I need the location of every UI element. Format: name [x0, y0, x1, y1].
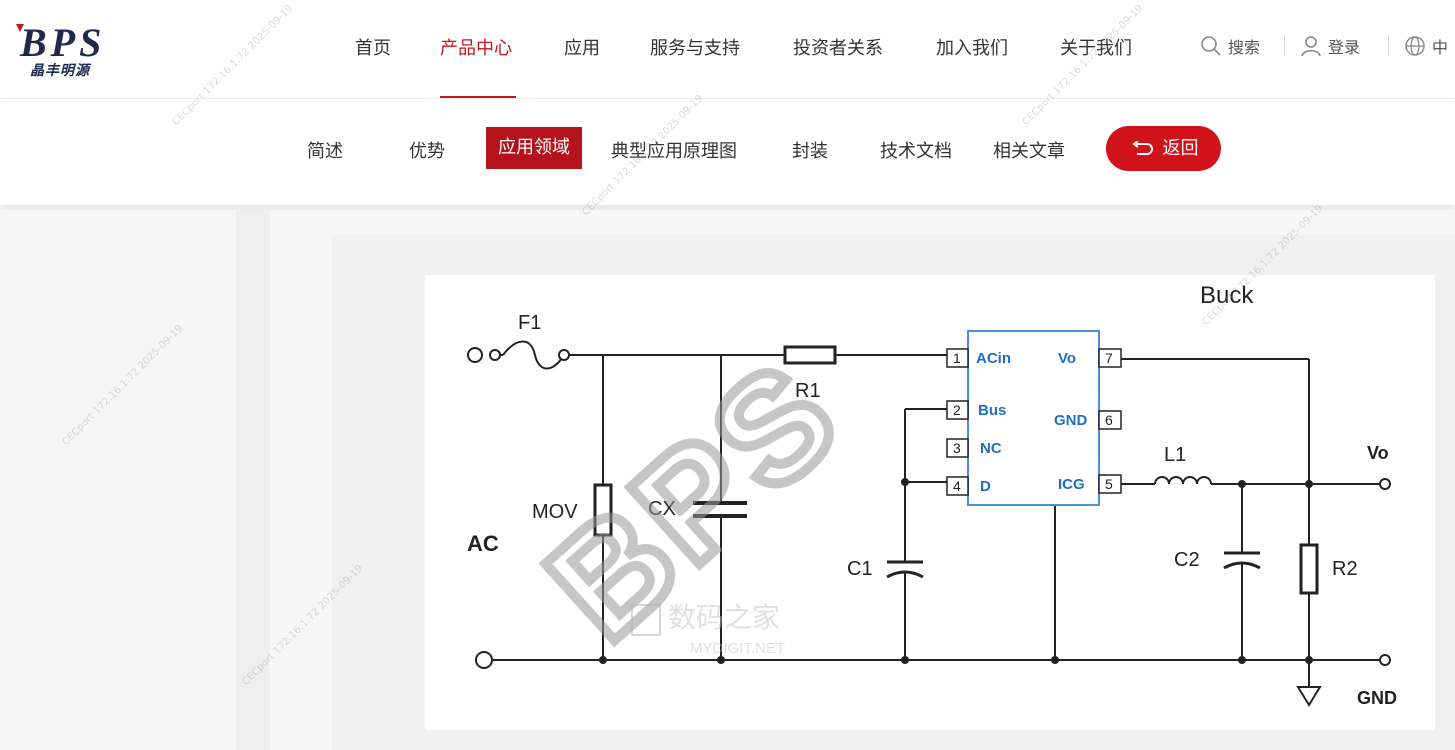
language-switch[interactable]: 中	[1404, 34, 1448, 58]
gnd-label: GND	[1357, 688, 1397, 708]
cx-label: CX	[648, 498, 676, 520]
left-panel	[0, 210, 236, 750]
pin-number: 6	[1105, 412, 1113, 428]
tab-package[interactable]: 封装	[792, 141, 828, 162]
brand-logo[interactable]: BPS 晶丰明源	[14, 18, 144, 82]
pin-number: 2	[953, 402, 961, 418]
pin-number: 3	[953, 440, 961, 456]
l1-label: L1	[1164, 444, 1186, 466]
globe-icon	[1405, 36, 1425, 56]
divider	[1284, 36, 1285, 56]
bps-logo-mark: BPS	[16, 20, 105, 62]
pin-label: D	[980, 478, 991, 495]
tab-overview[interactable]: 简述	[307, 141, 343, 162]
login-label: 登录	[1328, 38, 1361, 57]
r1-label: R1	[795, 380, 821, 402]
vo-output-label: Vo	[1367, 443, 1389, 463]
buck-schematic-image: 1 2 3 4 7 6 5 ACin Bus NC D Vo GND ICG F…	[425, 275, 1435, 730]
nav-active-indicator	[440, 96, 516, 98]
c2-label: C2	[1174, 549, 1200, 571]
nav-service-support[interactable]: 服务与支持	[650, 38, 740, 59]
tab-related-articles[interactable]: 相关文章	[993, 141, 1065, 162]
tab-technical-docs[interactable]: 技术文档	[880, 141, 952, 162]
schematic-svg: 1 2 3 4 7 6 5 ACin Bus NC D Vo GND ICG F…	[467, 282, 1397, 708]
divider	[1388, 36, 1389, 56]
user-icon	[1301, 36, 1321, 57]
site-watermark: 数码之家 MYDIGIT.NET	[631, 602, 785, 657]
panel-divider	[236, 210, 270, 750]
site-watermark-en: MYDIGIT.NET	[690, 640, 785, 657]
logo-text: BPS	[19, 20, 105, 62]
nav-investor-relations[interactable]: 投资者关系	[793, 38, 883, 59]
nav-home[interactable]: 首页	[355, 38, 391, 59]
nav-products[interactable]: 产品中心	[440, 38, 512, 59]
pin-number: 4	[953, 478, 961, 494]
pin-label: NC	[980, 440, 1002, 457]
nav-about-us[interactable]: 关于我们	[1060, 38, 1132, 59]
search-icon	[1201, 36, 1221, 56]
fuse-label: F1	[518, 312, 541, 334]
product-sub-nav: 简述 优势 应用领域 典型应用原理图 封装 技术文档 相关文章 返回	[0, 99, 1455, 205]
top-header: BPS 晶丰明源 首页 产品中心 应用 服务与支持 投资者关系 加入我们 关于我…	[0, 0, 1455, 99]
back-button-label: 返回	[1162, 138, 1199, 159]
tab-typical-schematic[interactable]: 典型应用原理图	[611, 141, 737, 162]
login-link[interactable]: 登录	[1300, 34, 1360, 58]
pin-number: 1	[953, 350, 961, 366]
tab-application-fields[interactable]: 应用领域	[486, 127, 582, 169]
search-label: 搜索	[1228, 38, 1261, 57]
r2-label: R2	[1332, 558, 1358, 580]
language-label: 中	[1432, 38, 1449, 57]
c1-label: C1	[847, 558, 873, 580]
pin-number: 7	[1105, 350, 1113, 366]
back-button[interactable]: 返回	[1106, 126, 1221, 171]
brand-name: 晶丰明源	[30, 63, 90, 79]
pin-label: Bus	[978, 402, 1006, 419]
tab-advantages[interactable]: 优势	[409, 141, 445, 162]
pin-label: ACin	[976, 350, 1011, 367]
pin-label: Vo	[1058, 350, 1076, 367]
ac-label: AC	[467, 531, 499, 556]
search-link[interactable]: 搜索	[1200, 34, 1260, 58]
mov-label: MOV	[532, 501, 578, 523]
pin-label: GND	[1054, 412, 1088, 429]
pin-label: ICG	[1058, 476, 1085, 493]
site-watermark-cn: 数码之家	[668, 602, 780, 633]
nav-applications[interactable]: 应用	[564, 38, 600, 59]
pin-number: 5	[1105, 476, 1113, 492]
return-arrow-icon	[1131, 140, 1153, 155]
schematic-title: Buck	[1200, 282, 1254, 309]
ic-chip-body	[967, 330, 1100, 506]
nav-join-us[interactable]: 加入我们	[936, 38, 1008, 59]
